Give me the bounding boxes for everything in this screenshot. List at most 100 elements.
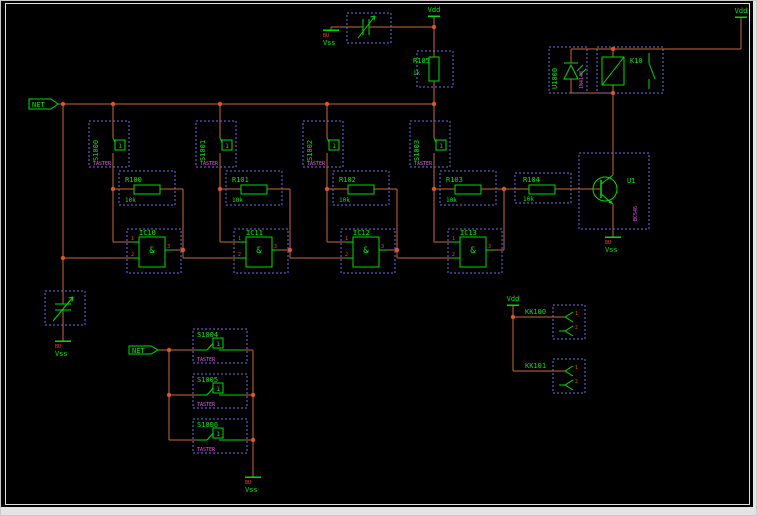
gate-ic11[interactable]: IC11 & 1 2 3 xyxy=(233,228,289,274)
vdd-label: Vdd xyxy=(735,7,748,15)
pin-number: 3 xyxy=(167,244,170,250)
gate-function-label: & xyxy=(256,246,262,256)
pin-number: 2 xyxy=(345,252,348,258)
relay-name: K10 xyxy=(630,57,643,65)
pin-number: 1 xyxy=(131,236,134,242)
bu-label: BU xyxy=(605,240,611,246)
resistor-name: R103 xyxy=(446,176,463,184)
gate-ic12[interactable]: IC12 & 1 2 3 xyxy=(340,228,396,274)
vss-symbol-left[interactable]: BU Vss xyxy=(55,340,71,358)
pin-number: 1 xyxy=(575,311,578,317)
resistor-value: 1k xyxy=(413,70,421,77)
bu-label: BU xyxy=(245,480,251,486)
pin-number: 2 xyxy=(575,379,578,385)
pin-number: 1 xyxy=(238,236,241,242)
transistor-u1[interactable]: U1 BC546 xyxy=(578,152,650,230)
vss-symbol-u1[interactable]: BU Vss xyxy=(605,236,621,254)
resistor-value: 10k xyxy=(339,197,350,204)
net-flag-bottom[interactable]: NET xyxy=(128,345,160,355)
switch-attr: TASTER xyxy=(200,161,219,167)
connector-name: KK100 xyxy=(525,308,546,316)
vss-label: Vss xyxy=(245,486,258,494)
switch-attr: TASTER xyxy=(197,402,216,408)
connector-name: KK101 xyxy=(525,362,546,370)
switch-s1001[interactable]: S1001 1 TASTER xyxy=(195,120,237,168)
vss-symbol-bottom[interactable]: BU Vss xyxy=(245,476,261,494)
vss-symbol-topleft[interactable]: BU Vss xyxy=(323,29,339,47)
gate-ic13[interactable]: IC13 & 1 2 3 xyxy=(447,228,503,274)
switch-position: 1 xyxy=(225,143,229,150)
connector-kk100[interactable]: KK100 1 2 xyxy=(525,304,586,340)
vdd-label: Vdd xyxy=(428,6,441,14)
junction-dot xyxy=(431,186,437,192)
resistor-r100[interactable]: R100 10k xyxy=(118,170,176,206)
resistor-r105[interactable]: R105 1k xyxy=(413,50,454,88)
switch-position: 1 xyxy=(216,431,220,438)
resistor-value: 10k xyxy=(125,197,136,204)
junction-dot xyxy=(110,186,116,192)
gate-pins xyxy=(131,241,173,259)
pin-number: 1 xyxy=(452,236,455,242)
pin-number: 2 xyxy=(452,252,455,258)
switch-symbol xyxy=(197,337,243,351)
switch-s1006[interactable]: S1006 1 TASTER xyxy=(192,418,248,454)
vdd-label: Vdd xyxy=(507,295,520,303)
vss-label: Vss xyxy=(605,246,618,254)
gate-function-label: & xyxy=(470,246,476,256)
junction-dot xyxy=(217,186,223,192)
gate-ic10[interactable]: IC10 & 1 2 3 xyxy=(126,228,182,274)
switch-attr: TASTER xyxy=(197,447,216,453)
pin-number: 3 xyxy=(274,244,277,250)
switch-name: S1000 xyxy=(92,140,100,161)
vss-label: Vss xyxy=(323,39,336,47)
vdd-symbol-right[interactable]: Vdd xyxy=(735,7,748,18)
drawing-frame xyxy=(5,3,750,505)
resistor-r102[interactable]: R102 10k xyxy=(332,170,390,206)
switch-s1004[interactable]: S1004 1 TASTER xyxy=(192,328,248,364)
net-flag-top-label: NET xyxy=(32,101,45,109)
diode-u1000[interactable]: U1000 1N4148 xyxy=(548,46,588,94)
relay-k10[interactable]: K10 xyxy=(596,46,664,94)
switch-attr: TASTER xyxy=(197,357,216,363)
switch-s1002[interactable]: S1002 1 TASTER xyxy=(302,120,344,168)
component-trimmer-top[interactable] xyxy=(346,12,392,44)
resistor-r103[interactable]: R103 10k xyxy=(439,170,497,206)
switch-attr: TASTER xyxy=(93,161,112,167)
resistor-value: 10k xyxy=(523,196,534,203)
resistor-value: 10k xyxy=(446,197,457,204)
resistor-r101[interactable]: R101 10k xyxy=(225,170,283,206)
vss-label: Vss xyxy=(55,350,68,358)
switch-symbol xyxy=(219,137,233,151)
junction-dot xyxy=(431,101,437,107)
net-flag-bottom-label: NET xyxy=(132,347,145,355)
switch-s1000[interactable]: S1000 1 TASTER xyxy=(88,120,130,168)
switch-position: 1 xyxy=(332,143,336,150)
window-edge-bottom xyxy=(1,507,756,515)
gate-function-label: & xyxy=(149,246,155,256)
switch-s1005[interactable]: S1005 1 TASTER xyxy=(192,373,248,409)
switch-symbol xyxy=(326,137,340,151)
connector-kk101[interactable]: KK101 1 2 xyxy=(525,358,586,394)
stage-3: S1002 1 TASTER R102 10k IC12 & 1 2 3 xyxy=(302,101,397,274)
trimmer-symbol xyxy=(52,296,74,322)
resistor-value: 10k xyxy=(232,197,243,204)
window-edge-right xyxy=(753,1,756,515)
diode-name: U1000 xyxy=(551,68,559,89)
net-flag-top[interactable]: NET xyxy=(28,98,59,110)
vdd-symbol-kk[interactable]: Vdd xyxy=(507,295,520,306)
pin-number: 1 xyxy=(575,365,578,371)
resistor-r104[interactable]: R104 10k xyxy=(514,172,572,204)
gate-pins xyxy=(452,241,494,259)
vdd-symbol-center[interactable]: Vdd xyxy=(428,6,441,17)
switch-position: 1 xyxy=(216,341,220,348)
gate-pins xyxy=(238,241,280,259)
switch-name: S1001 xyxy=(199,140,207,161)
pin-number: 2 xyxy=(575,325,578,331)
switch-s1003[interactable]: S1003 1 TASTER xyxy=(409,120,451,168)
trimmer-symbol xyxy=(357,15,376,39)
switch-name: S1002 xyxy=(306,140,314,161)
switch-name: S1006 xyxy=(197,421,218,429)
switch-position: 1 xyxy=(216,386,220,393)
component-trimmer-left[interactable] xyxy=(44,290,86,326)
